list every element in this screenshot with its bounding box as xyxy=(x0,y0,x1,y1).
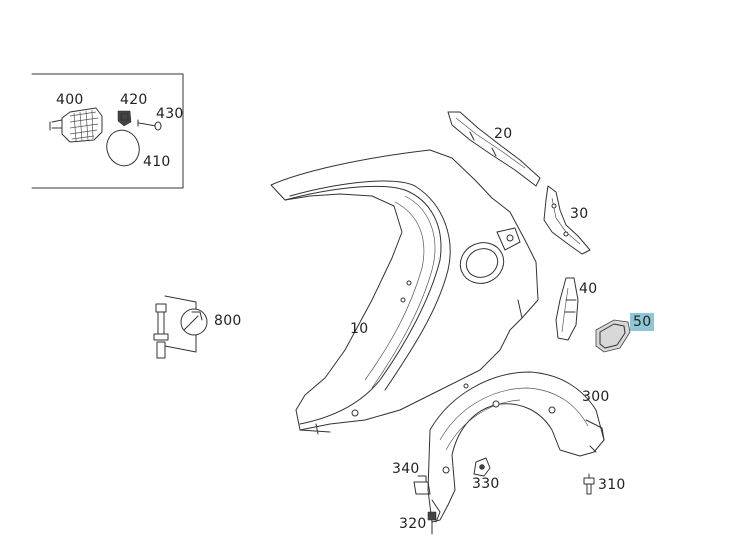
callout-410: 410 xyxy=(143,154,171,170)
callout-50: 50 xyxy=(630,313,655,331)
part-340-drawing xyxy=(413,475,431,495)
part-330-drawing xyxy=(473,457,491,477)
callout-320: 320 xyxy=(399,516,427,532)
callout-20: 20 xyxy=(494,126,513,142)
part-310-drawing xyxy=(583,473,595,495)
callout-430: 430 xyxy=(156,106,184,122)
callout-300: 300 xyxy=(582,389,610,405)
part-20-drawing xyxy=(447,111,541,187)
part-50-drawing xyxy=(595,319,631,353)
part-300-drawing xyxy=(427,371,605,523)
inset-box xyxy=(31,73,184,189)
part-410-drawing xyxy=(106,129,140,167)
part-30-drawing xyxy=(543,185,591,255)
part-400-drawing xyxy=(49,107,103,143)
part-320-drawing xyxy=(427,511,437,535)
part-420-drawing xyxy=(117,110,132,127)
part-800-drawing xyxy=(153,295,208,359)
callout-30: 30 xyxy=(570,206,589,222)
part-430-drawing xyxy=(137,119,162,131)
callout-310: 310 xyxy=(598,477,626,493)
callout-800: 800 xyxy=(214,313,242,329)
part-40-drawing xyxy=(555,277,579,341)
callout-330: 330 xyxy=(472,476,500,492)
part-10-drawing xyxy=(270,149,539,435)
callout-400: 400 xyxy=(56,92,84,108)
callout-420: 420 xyxy=(120,92,148,108)
callout-340: 340 xyxy=(392,461,420,477)
callout-40: 40 xyxy=(579,281,598,297)
callout-10: 10 xyxy=(350,321,369,337)
